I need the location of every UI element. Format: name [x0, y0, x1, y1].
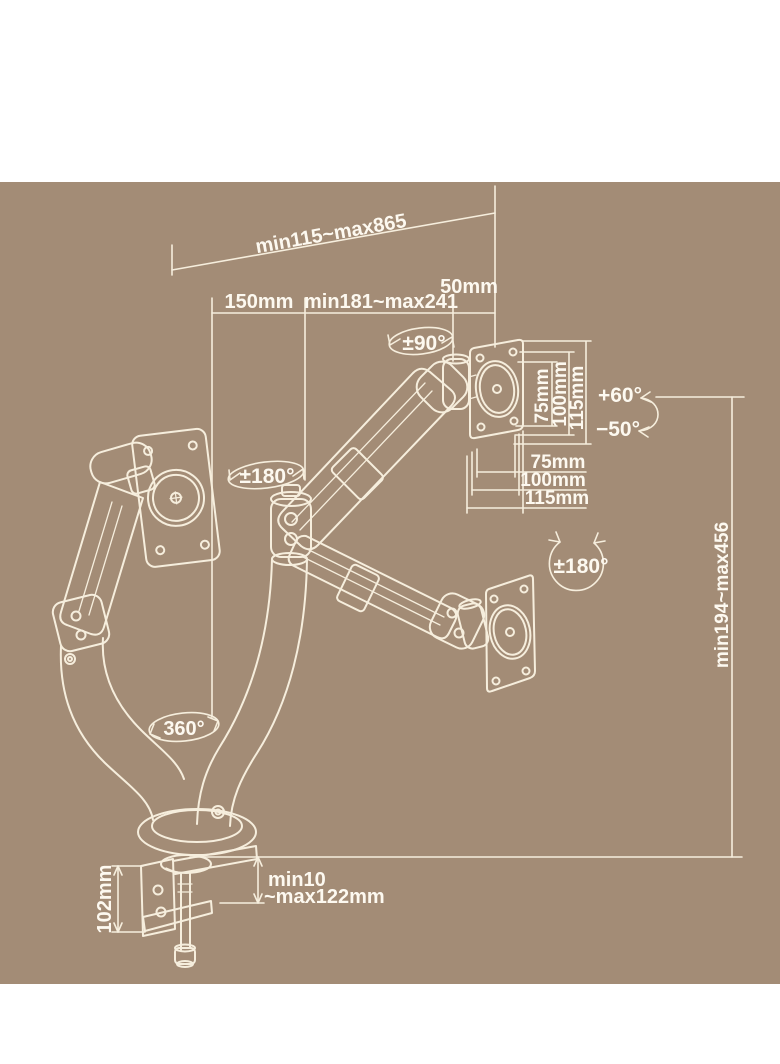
rot-swivel-90-arrow	[387, 326, 455, 356]
label-arm-extension: min181~max241	[304, 291, 458, 313]
bottom-right-vesa-plate	[485, 574, 536, 693]
diagram-labels: min115~max865 150mm min181~max241 50mm ±…	[94, 210, 733, 933]
dim-horizontal-reach	[171, 185, 496, 348]
upper-arm	[277, 353, 477, 551]
rot-180-left-arrow	[227, 460, 305, 490]
label-rotation-left: ±180°	[240, 465, 295, 488]
label-plate-offset: 50mm	[440, 276, 498, 298]
label-swivel-90: ±90°	[402, 332, 445, 355]
label-pole-offset: 150mm	[225, 291, 294, 313]
pole-assembly	[59, 484, 312, 827]
dim-vesa-vertical	[513, 340, 592, 445]
dim-desk-thickness	[189, 856, 743, 904]
desk-clamp	[140, 845, 258, 968]
label-desk-thickness-1: min10	[268, 869, 326, 891]
lower-arm	[287, 534, 490, 650]
rot-360-arrow	[148, 711, 220, 743]
dim-height-range	[655, 396, 745, 858]
diagram-backdrop	[0, 182, 780, 984]
label-horizontal-reach: min115~max865	[254, 210, 408, 258]
label-vesa-h-100: 100mm	[520, 470, 586, 491]
label-base-rotation: 360°	[163, 718, 204, 740]
label-vesa-v-100: 100mm	[550, 361, 571, 427]
dim-clamp-height	[111, 865, 146, 933]
left-arm	[51, 441, 156, 653]
label-vesa-v-115: 115mm	[567, 366, 588, 430]
tilt-arc-arrow	[638, 391, 659, 438]
dim-vesa-horizontal	[466, 430, 587, 514]
label-clamp-height: 102mm	[94, 865, 116, 934]
label-vesa-v-75: 75mm	[532, 369, 553, 424]
label-desk-thickness-2: ~max122mm	[264, 886, 385, 908]
label-tilt-up: +60°	[598, 384, 642, 407]
top-right-vesa-plate	[469, 338, 524, 440]
label-vesa-h-115: 115mm	[525, 488, 589, 509]
dim-extension-row	[211, 297, 496, 718]
label-tilt-down: −50°	[596, 418, 640, 441]
rot-180-right-arrow	[548, 531, 606, 592]
label-vesa-h-75: 75mm	[531, 452, 586, 473]
left-vesa-plate	[131, 427, 221, 568]
label-height-range: min194~max456	[712, 522, 733, 668]
label-rotation-right: ±180°	[554, 555, 609, 578]
